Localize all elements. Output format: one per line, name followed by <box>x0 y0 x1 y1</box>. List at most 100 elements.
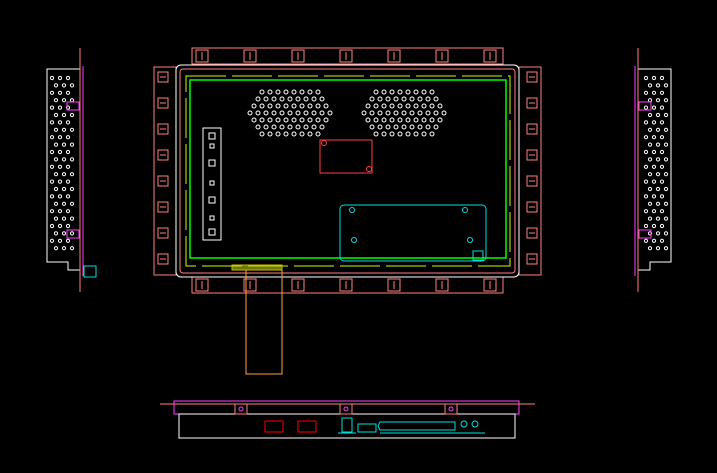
side-hole <box>65 149 71 155</box>
right-side-clip <box>638 101 652 111</box>
vent-hole <box>323 117 329 123</box>
side-hole <box>655 157 661 162</box>
vent-hole <box>299 131 305 137</box>
side-hole <box>663 142 669 147</box>
side-hole <box>651 105 657 110</box>
side-hole <box>643 194 649 199</box>
bottom-bracket-tabs <box>195 278 497 292</box>
vent-hole <box>405 131 411 137</box>
iface-mount-hole <box>349 207 355 213</box>
vent-hole <box>425 96 431 102</box>
vent-hole <box>417 124 423 130</box>
vent-hole <box>279 110 285 116</box>
side-hole <box>49 238 55 243</box>
side-hole <box>643 164 649 169</box>
vent-hole <box>275 117 281 123</box>
vent-hole <box>259 89 265 95</box>
vent-grille-right <box>361 89 447 137</box>
side-hole <box>647 98 653 103</box>
side-hole <box>643 209 649 214</box>
side-hole <box>65 164 71 169</box>
bracket-tab <box>243 278 257 292</box>
side-hole <box>53 172 59 177</box>
bottom-tab-hole <box>343 406 349 412</box>
side-tab <box>526 253 538 265</box>
vent-hole <box>291 117 297 123</box>
side-tab <box>157 123 169 135</box>
side-tab <box>526 149 538 161</box>
side-hole <box>663 127 669 132</box>
side-hole <box>647 172 653 177</box>
side-hole <box>49 149 55 155</box>
vent-hole <box>369 110 375 116</box>
side-tab <box>157 97 169 109</box>
side-hole <box>663 83 669 88</box>
side-tab <box>157 201 169 213</box>
vent-hole <box>275 89 281 95</box>
right-side-holes <box>643 75 669 251</box>
vent-hole <box>429 89 435 95</box>
vent-hole <box>311 96 317 102</box>
side-hole <box>61 186 67 192</box>
vent-hole <box>315 117 321 123</box>
side-hole <box>69 186 75 192</box>
side-hole <box>57 120 63 125</box>
bracket-tab <box>339 278 353 292</box>
vent-hole <box>323 103 329 109</box>
side-hole <box>647 231 653 236</box>
side-hole <box>643 120 649 125</box>
vent-hole <box>433 110 439 116</box>
vent-hole <box>247 110 253 116</box>
vent-hole <box>295 96 301 102</box>
side-hole <box>61 201 67 206</box>
vent-hole <box>393 110 399 116</box>
bracket-tab <box>435 278 449 292</box>
osd-button <box>208 159 216 167</box>
bracket-tab <box>291 49 305 63</box>
bottom-tab-hole <box>238 406 244 412</box>
side-hole <box>57 223 63 229</box>
top-bracket-tabs <box>195 49 497 63</box>
vent-hole <box>429 117 435 123</box>
side-hole <box>651 209 657 214</box>
vent-hole <box>413 89 419 95</box>
vent-hole <box>369 124 375 130</box>
side-hole <box>61 172 67 177</box>
side-hole <box>49 179 55 184</box>
side-hole <box>65 120 71 125</box>
button-column <box>208 132 216 236</box>
side-hole <box>659 75 665 81</box>
vent-hole <box>373 131 379 137</box>
panel-active-area-inner <box>185 75 511 267</box>
vent-hole <box>421 103 427 109</box>
right-bracket-tabs <box>526 71 538 265</box>
vent-hole <box>381 131 387 137</box>
vent-hole <box>425 124 431 130</box>
vent-hole <box>369 96 375 102</box>
vent-hole <box>307 103 313 109</box>
side-hole <box>57 164 63 169</box>
side-hole <box>655 216 661 221</box>
side-hole <box>49 105 55 110</box>
vent-hole <box>287 110 293 116</box>
vent-hole <box>429 131 435 137</box>
vent-hole <box>397 89 403 95</box>
vent-hole <box>433 124 439 130</box>
vent-hole <box>307 117 313 123</box>
vent-hole <box>259 103 265 109</box>
vent-hole <box>263 124 269 130</box>
vent-hole <box>409 110 415 116</box>
side-hole <box>53 112 59 118</box>
side-hole <box>65 179 71 184</box>
side-hole <box>659 209 665 214</box>
vent-hole <box>365 103 371 109</box>
vent-hole <box>311 124 317 130</box>
port-left <box>264 420 284 433</box>
chassis-outline <box>175 64 520 278</box>
side-hole <box>53 83 59 88</box>
vent-hole <box>291 131 297 137</box>
vent-hole <box>381 103 387 109</box>
side-hole <box>663 157 669 162</box>
vent-hole <box>251 103 257 109</box>
side-hole <box>57 238 63 243</box>
